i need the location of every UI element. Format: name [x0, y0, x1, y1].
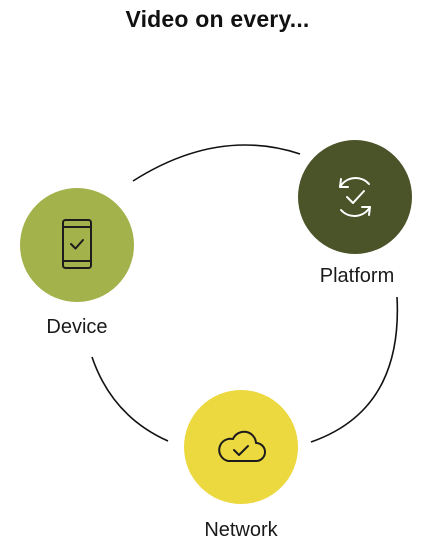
- platform-label: Platform: [319, 265, 395, 287]
- page-title: Video on every...: [125, 6, 310, 32]
- device-label: Device: [46, 316, 108, 338]
- arc-platform-to-network: [310, 296, 399, 443]
- sync-check-icon: [339, 177, 371, 217]
- arc-network-to-device: [91, 356, 169, 442]
- network-label: Network: [204, 519, 278, 541]
- smartphone-check-icon: [62, 219, 92, 269]
- arc-device-to-platform: [132, 144, 301, 182]
- network-node: [184, 390, 298, 504]
- platform-node: [298, 140, 412, 254]
- device-node: [20, 188, 134, 302]
- cloud-check-icon: [218, 430, 266, 462]
